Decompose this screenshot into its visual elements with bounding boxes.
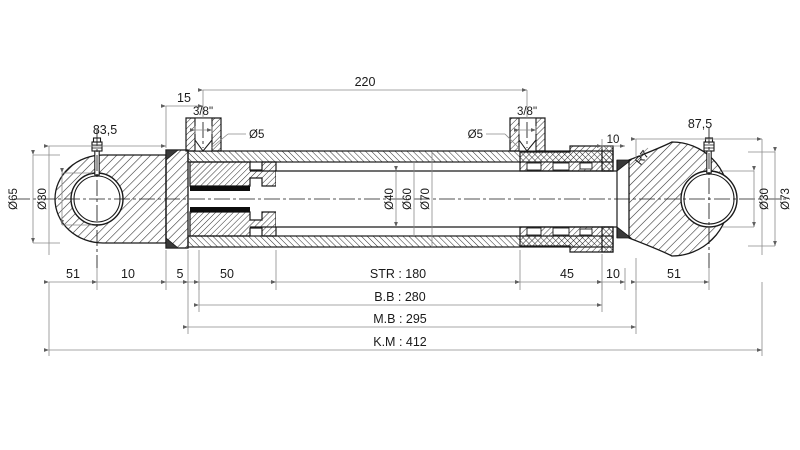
gland-head (519, 145, 614, 253)
label-chain-51-left: 51 (66, 267, 80, 281)
label-right-eye-width: 87,5 (688, 117, 712, 131)
dim-87-5 (630, 137, 763, 255)
port-boss-left (185, 117, 222, 152)
port-boss-right (509, 117, 546, 152)
dim-row-mb (182, 282, 637, 334)
label-km: K.M : 412 (373, 335, 427, 349)
label-bb: B.B : 280 (374, 290, 425, 304)
leader-r7 (627, 147, 649, 168)
leader-dia5-left (210, 133, 246, 149)
dim-dia65 (31, 149, 60, 244)
label-left-eye-bore-dia: Ø30 (37, 188, 49, 210)
label-gland-top-10: 10 (607, 134, 620, 146)
label-chain-10: 10 (121, 267, 135, 281)
dim-dia30-left (60, 167, 92, 226)
label-right-eye-outer-dia: Ø73 (780, 188, 792, 210)
label-chain-10-right: 10 (606, 267, 620, 281)
dim-row-bb (193, 282, 603, 312)
dim-220 (197, 88, 528, 118)
dim-dia30-right (722, 165, 756, 228)
centre-lines (14, 122, 790, 268)
dim-15 (160, 104, 203, 148)
dim-row-km (43, 282, 763, 356)
label-chain-stroke: STR : 180 (370, 267, 426, 281)
label-left-eye-outer-dia: Ø65 (8, 188, 20, 210)
label-port-bore-left: Ø5 (249, 129, 264, 141)
dim-thread-left (189, 126, 213, 134)
label-chain-5: 5 (177, 267, 184, 281)
label-chain-51-right: 51 (667, 267, 681, 281)
piston-assembly (189, 161, 300, 237)
dim-dia73 (748, 146, 777, 247)
label-chain-50: 50 (220, 267, 234, 281)
piston-seal-upper (190, 186, 250, 191)
label-mb: M.B : 295 (373, 312, 427, 326)
label-thread-right: 3/8" (517, 106, 537, 118)
dim-83-5 (43, 144, 166, 255)
label-220: 220 (355, 75, 376, 89)
label-chain-45: 45 (560, 267, 574, 281)
dimension-layer (31, 88, 777, 356)
rod-end-weld (616, 159, 633, 239)
cylinder-geometry (14, 117, 790, 268)
dimension-text-layer: 220 15 3/8" 3/8" Ø5 Ø5 10 83,5 87,5 Ø65 … (8, 75, 792, 349)
dim-top-10 (596, 139, 625, 149)
dim-thread-right (513, 126, 537, 134)
label-rod-dia: Ø40 (384, 188, 396, 210)
label-thread-left: 3/8" (193, 106, 213, 118)
label-right-eye-bore-dia: Ø30 (759, 188, 771, 210)
label-port-bore-right: Ø5 (468, 129, 483, 141)
label-bore-dia: Ø60 (402, 188, 414, 210)
piston-seal-lower (190, 207, 250, 212)
label-left-eye-width: 83,5 (93, 123, 117, 137)
label-15: 15 (177, 91, 191, 105)
label-barrel-outer-dia: Ø70 (420, 188, 432, 210)
leader-dia5-right (486, 133, 520, 149)
